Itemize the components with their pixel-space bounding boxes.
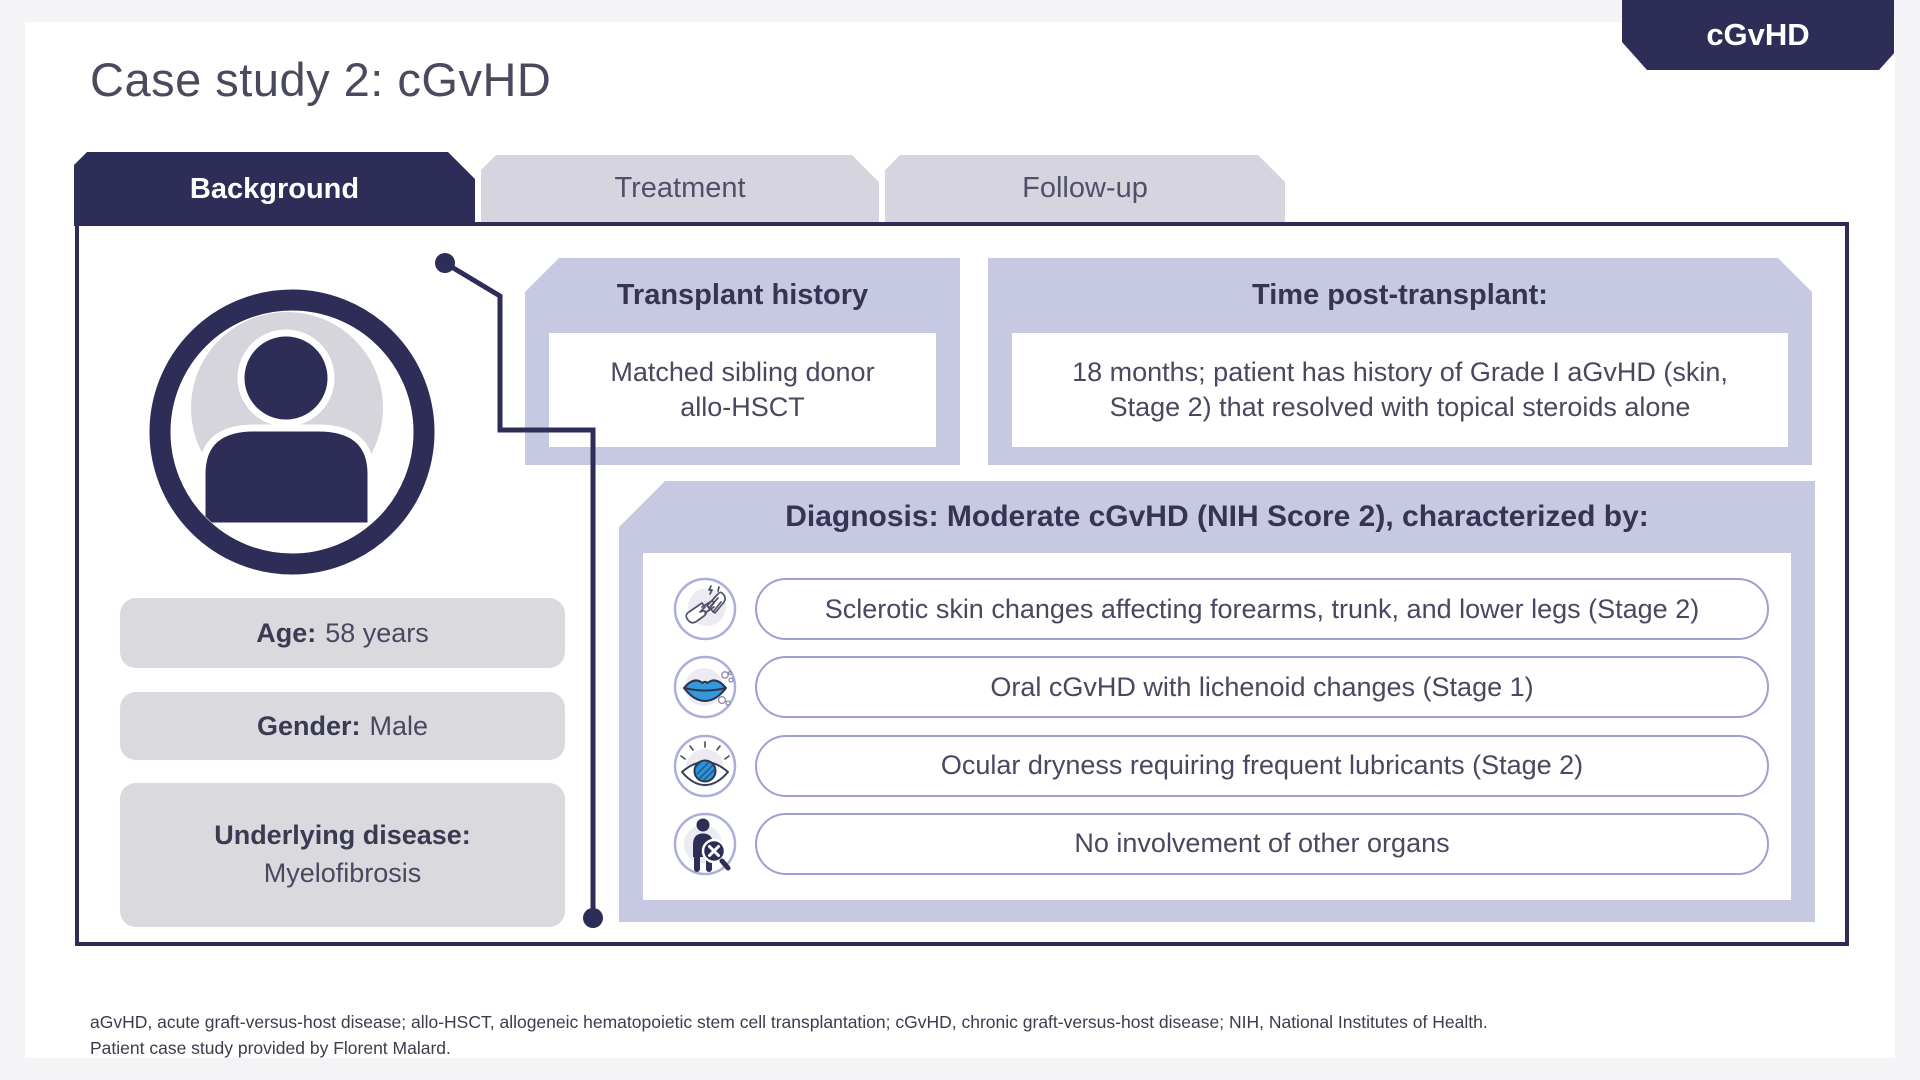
diagnosis-pill-other-organs: No involvement of other organs <box>755 812 1769 875</box>
diagnosis-text-skin: Sclerotic skin changes affecting forearm… <box>824 593 1700 624</box>
diagnosis-row-skin: Sclerotic skin changes affecting forearm… <box>643 577 1791 641</box>
hands-skin-icon <box>673 577 737 641</box>
attribution-footnote: Patient case study provided by Florent M… <box>90 1038 451 1058</box>
underlying-disease-label: Underlying disease: <box>214 820 471 851</box>
lips-oral-icon <box>673 656 737 719</box>
gender-label: Gender: <box>256 710 361 741</box>
eye-ocular-icon <box>673 734 737 797</box>
tab-background[interactable]: Background <box>74 152 475 226</box>
cgvhd-badge: cGvHD <box>1622 0 1894 70</box>
time-post-transplant-body: 18 months; patient has history of Grade … <box>1012 333 1788 447</box>
abbreviations-footnote: aGvHD, acute graft-versus-host disease; … <box>90 1012 1488 1032</box>
diagnosis-list: Sclerotic skin changes affecting forearm… <box>643 553 1791 900</box>
diagnosis-row-ocular: Ocular dryness requiring frequent lubric… <box>643 734 1791 798</box>
tab-treatment-label: Treatment <box>614 172 746 204</box>
underlying-disease-box: Underlying disease: Myelofibrosis <box>120 783 565 927</box>
diagnosis-text-ocular: Ocular dryness requiring frequent lubric… <box>940 750 1584 781</box>
transplant-history-body: Matched sibling donor allo-HSCT <box>549 333 936 447</box>
transplant-history-title: Transplant history <box>616 279 869 311</box>
diagnosis-text-oral: Oral cGvHD with lichenoid changes (Stage… <box>990 671 1534 702</box>
diagnosis-title: Diagnosis: Moderate cGvHD (NIH Score 2),… <box>785 500 1649 533</box>
age-box: Age: 58 years <box>120 598 565 668</box>
diagnosis-box: Diagnosis: Moderate cGvHD (NIH Score 2),… <box>619 481 1815 922</box>
age-value: 58 years <box>325 617 429 648</box>
gender-box: Gender: Male <box>120 692 565 760</box>
time-post-transplant-box: Time post-transplant: 18 months; patient… <box>988 258 1812 465</box>
underlying-disease-value: Myelofibrosis <box>263 858 422 888</box>
diagnosis-text-other-organs: No involvement of other organs <box>1074 828 1450 859</box>
diagnosis-row-other-organs: No involvement of other organs <box>643 812 1791 876</box>
age-label: Age: <box>256 617 317 648</box>
tab-background-label: Background <box>189 172 360 205</box>
person-avatar-icon <box>149 289 435 575</box>
tab-followup[interactable]: Follow-up <box>885 155 1285 222</box>
diagnosis-pill-oral: Oral cGvHD with lichenoid changes (Stage… <box>755 656 1769 719</box>
tab-treatment[interactable]: Treatment <box>481 155 879 222</box>
gender-value: Male <box>369 710 429 741</box>
tab-followup-label: Follow-up <box>1022 172 1148 204</box>
diagnosis-pill-ocular: Ocular dryness requiring frequent lubric… <box>755 734 1769 797</box>
transplant-history-box: Transplant history Matched sibling donor… <box>525 258 960 465</box>
diagnosis-pill-skin: Sclerotic skin changes affecting forearm… <box>755 578 1769 640</box>
page-title: Case study 2: cGvHD <box>90 53 552 106</box>
body-magnifier-icon <box>673 812 737 876</box>
time-post-transplant-title: Time post-transplant: <box>1252 279 1548 311</box>
cgvhd-badge-label: cGvHD <box>1706 17 1810 52</box>
diagnosis-row-oral: Oral cGvHD with lichenoid changes (Stage… <box>643 655 1791 719</box>
